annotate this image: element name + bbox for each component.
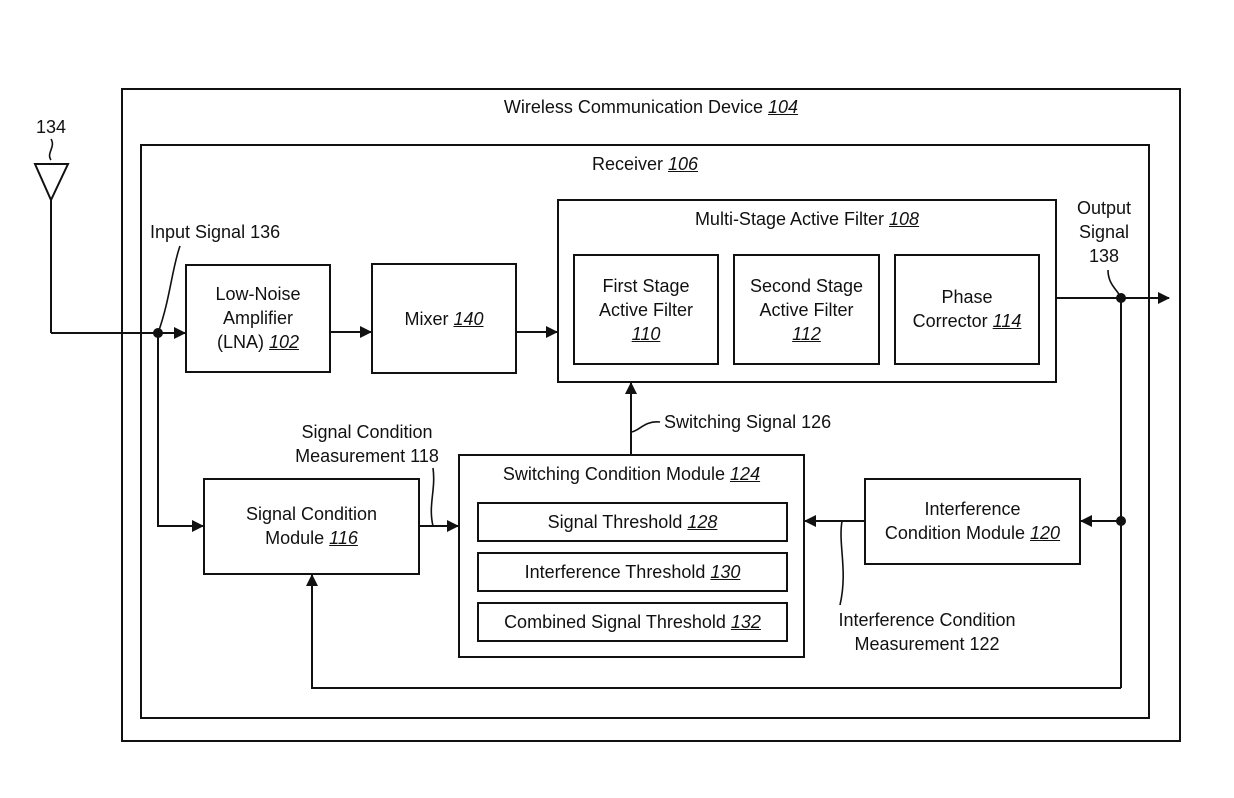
output-signal-label: Output Signal 138	[1064, 196, 1144, 268]
combined-threshold-ref: 132	[730, 612, 761, 632]
interference-measurement-line1: Interference Condition	[838, 610, 1016, 630]
mixer-box	[371, 263, 517, 374]
input-to-scm-line	[157, 333, 204, 532]
antenna-icon	[33, 138, 70, 333]
device-title: Wireless Communication Device 104	[0, 95, 1234, 119]
receiver-ref: 106	[668, 154, 699, 174]
output-line2: Signal	[1078, 222, 1130, 242]
phase-line2: Corrector	[912, 311, 988, 331]
phase-corrector-label: Phase Corrector 114	[895, 285, 1039, 333]
switching-ref: 124	[730, 464, 761, 484]
receiver-title-text: Receiver	[591, 154, 663, 174]
device-ref: 104	[768, 97, 799, 117]
signal-condition-module-box	[203, 478, 420, 575]
second-stage-line1: Second Stage	[749, 276, 864, 296]
signal-condition-module-label: Signal Condition Module 116	[204, 502, 419, 550]
interference-measurement-line2: Measurement 122	[854, 634, 1000, 654]
first-stage-box	[573, 254, 719, 365]
signal-threshold-ref: 128	[687, 512, 718, 532]
interference-measurement-leader	[839, 520, 845, 606]
phase-corrector-box	[894, 254, 1040, 365]
signal-threshold-text: Signal Threshold	[547, 512, 683, 532]
combined-threshold-box	[477, 602, 788, 642]
second-stage-ref: 112	[792, 324, 821, 344]
first-stage-line1: First Stage	[602, 276, 690, 296]
lna-ref: 102	[268, 332, 300, 352]
signal-measurement-line2: Measurement 118	[295, 446, 439, 466]
mixer-ref: 140	[453, 309, 484, 329]
mixer-label: Mixer 140	[372, 307, 516, 331]
first-stage-line2: Active Filter	[598, 300, 694, 320]
interference-threshold-ref: 130	[710, 562, 741, 582]
interference-threshold-box	[477, 552, 788, 592]
device-frame	[121, 88, 1181, 742]
output-signal-leader	[1107, 269, 1122, 299]
signal-measurement-label: Signal Condition Measurement 118	[272, 420, 462, 468]
output-line1: Output	[1076, 198, 1132, 218]
phase-line1: Phase	[941, 287, 993, 307]
input-signal-leader	[157, 245, 181, 334]
combined-threshold-label: Combined Signal Threshold 132	[478, 610, 787, 634]
interference-module-label: Interference Condition Module 120	[865, 497, 1080, 545]
first-stage-label: First Stage Active Filter 110	[574, 274, 718, 346]
interference-threshold-text: Interference Threshold	[524, 562, 706, 582]
lna-line1: Low-Noise	[215, 284, 301, 304]
scm-line1: Signal Condition	[245, 504, 378, 524]
lna-box	[185, 264, 331, 373]
combined-threshold-text: Combined Signal Threshold	[504, 612, 726, 632]
filter-title-text: Multi-Stage Active Filter	[694, 209, 884, 229]
lna-line3: (LNA)	[216, 332, 264, 352]
phase-ref: 114	[992, 311, 1022, 331]
antenna-ref-label: 134	[35, 117, 67, 137]
signal-measurement-leader	[430, 467, 435, 527]
lna-label: Low-Noise Amplifier (LNA) 102	[186, 282, 330, 354]
input-signal-label: Input Signal 136	[150, 222, 281, 242]
icm-ref: 120	[1030, 523, 1061, 543]
switching-title-text: Switching Condition Module	[502, 464, 726, 484]
lna-line2: Amplifier	[222, 308, 293, 328]
icm-line2: Condition Module	[884, 523, 1026, 543]
scm-ref: 116	[329, 528, 358, 548]
signal-threshold-label: Signal Threshold 128	[478, 510, 787, 534]
second-stage-box	[733, 254, 880, 365]
receiver-frame	[140, 144, 1150, 719]
signal-threshold-box	[477, 502, 788, 542]
second-stage-line2: Active Filter	[759, 300, 854, 320]
interference-measurement-label: Interference Condition Measurement 122	[820, 608, 1034, 656]
switching-signal-leader	[630, 421, 661, 433]
mixer-text: Mixer	[404, 309, 449, 329]
filter-title: Multi-Stage Active Filter 108	[558, 207, 1056, 231]
first-stage-ref: 110	[631, 324, 661, 344]
filter-ref: 108	[889, 209, 920, 229]
scm-line2: Module	[265, 528, 325, 548]
switching-signal-label: Switching Signal 126	[664, 412, 832, 432]
device-title-text: Wireless Communication Device	[503, 97, 763, 117]
interference-threshold-label: Interference Threshold 130	[478, 560, 787, 584]
receiver-title: Receiver 106	[0, 152, 1234, 176]
feedback-to-scm-line	[306, 574, 1121, 689]
signal-measurement-line1: Signal Condition	[301, 422, 433, 442]
icm-line1: Interference	[924, 499, 1021, 519]
second-stage-label: Second Stage Active Filter 112	[734, 274, 879, 346]
switching-module-title: Switching Condition Module 124	[459, 462, 804, 486]
output-line3: 138	[1088, 246, 1120, 266]
